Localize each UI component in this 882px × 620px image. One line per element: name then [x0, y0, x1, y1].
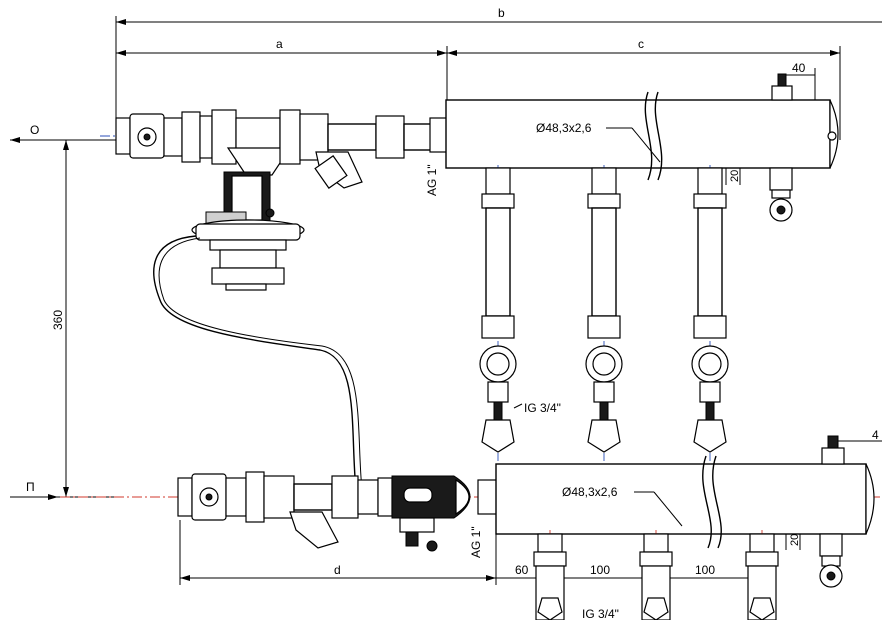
supply-outlets — [479, 165, 729, 470]
label-outlet-ig-bottom: IG 3/4" — [582, 607, 619, 620]
dim-label-100-b: 100 — [695, 563, 715, 577]
callout-pipe-top: Ø48,3x2,6 — [536, 121, 661, 163]
dim-label-c: c — [638, 37, 644, 51]
supply-manifold-bar — [429, 73, 839, 222]
capillary-line-inner — [158, 237, 363, 491]
supply-outlet-3 — [691, 165, 729, 470]
flow-return-marker: П — [10, 480, 58, 500]
label-pipe-top: Ø48,3x2,6 — [536, 121, 592, 135]
return-outlet-3 — [745, 530, 779, 620]
supply-valve-group — [115, 109, 445, 189]
label-thread-ag-bottom: AG 1" — [469, 526, 483, 558]
supply-outlet-1 — [479, 165, 517, 470]
dim-label-100-a: 100 — [590, 563, 610, 577]
callout-pipe-bottom: Ø48,3x2,6 — [562, 485, 683, 527]
label-flow-return: П — [26, 480, 35, 494]
dimension-a: a — [116, 37, 448, 100]
flow-supply-marker: O — [10, 123, 58, 143]
supply-outlet-2 — [585, 165, 623, 470]
dim-label-20-top: 20 — [729, 170, 741, 182]
label-pipe-bottom: Ø48,3x2,6 — [562, 485, 618, 499]
return-outlet-2 — [639, 530, 673, 620]
dim-label-b: b — [498, 6, 505, 20]
label-flow-out: O — [30, 123, 39, 137]
dim-label-20-bottom: 20 — [789, 534, 801, 546]
dimension-c: c — [447, 37, 841, 140]
return-valve-group — [177, 471, 501, 552]
dimension-360: 360 — [51, 139, 116, 498]
dim-label-4: 4 — [872, 428, 879, 442]
pump-motor-unit — [191, 171, 305, 291]
dim-label-d: d — [334, 563, 341, 577]
dimension-d: d — [179, 520, 497, 585]
dimension-b: b — [115, 6, 882, 120]
label-thread-ag-top: AG 1" — [425, 164, 439, 196]
return-manifold-bar — [495, 435, 875, 588]
dimension-4: 4 — [835, 428, 882, 442]
leader-ig-top — [513, 403, 523, 409]
dim-label-60: 60 — [515, 563, 529, 577]
dim-label-a: a — [276, 37, 283, 51]
capillary-line — [153, 235, 357, 491]
dim-label-360: 360 — [51, 310, 65, 330]
dim-label-40: 40 — [792, 61, 806, 75]
return-outlet-1 — [533, 530, 567, 620]
return-outlets — [533, 530, 779, 620]
label-outlet-ig-top: IG 3/4" — [524, 401, 561, 415]
